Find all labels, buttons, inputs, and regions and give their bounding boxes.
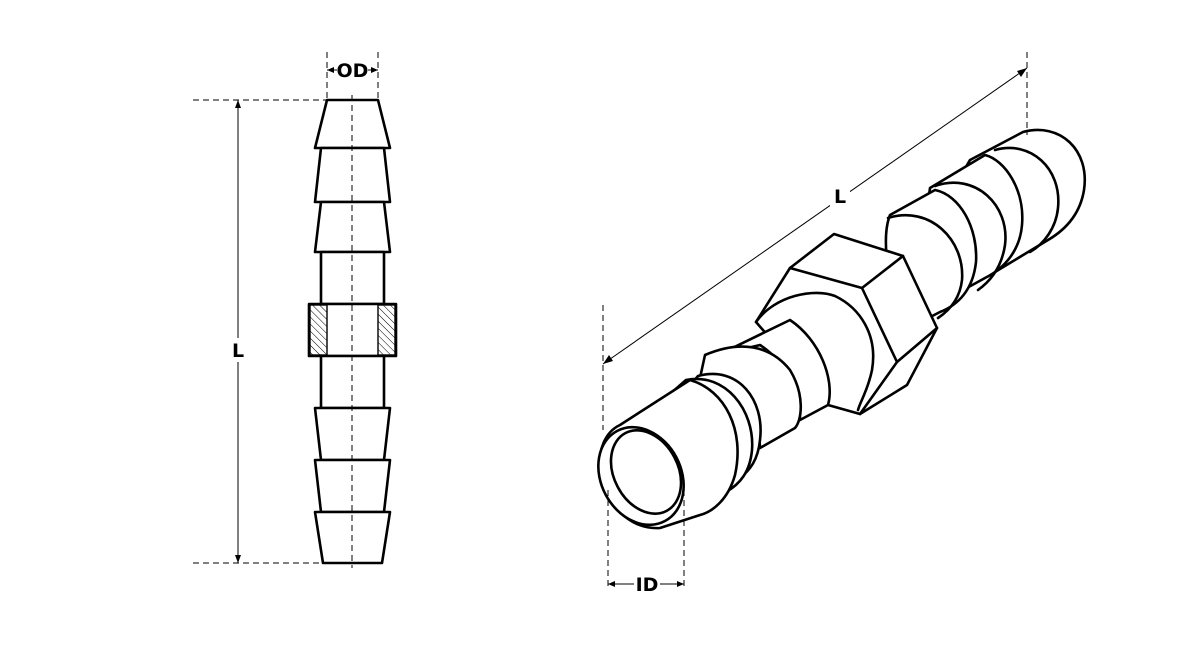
- od-label: OD: [337, 60, 369, 82]
- far-barb-end-rim: [993, 146, 1060, 254]
- elevation-view: OD L: [193, 52, 398, 568]
- od-arrow-right: [371, 67, 378, 73]
- iso-length-arrow-top: [1017, 68, 1027, 77]
- id-label-background: [634, 573, 660, 595]
- far-barb-3-rim: [886, 214, 964, 320]
- id-arrow-left: [608, 581, 615, 587]
- isometric-view: L ID: [597, 52, 1087, 596]
- hex-nut-chamfer: [754, 291, 875, 412]
- iso-length-dimension-line: [602, 67, 1028, 365]
- length-dimension-iso: L: [602, 52, 1028, 430]
- far-barb-2-rim: [933, 181, 1007, 292]
- length-dimension-elevation: L: [193, 99, 327, 564]
- od-arrow-left: [327, 67, 334, 73]
- od-label-background: [337, 59, 368, 81]
- hex-nut-right-edge: [895, 326, 939, 364]
- length-label-elevation: L: [232, 340, 244, 362]
- far-barb-section: [884, 128, 1087, 332]
- id-dimension: ID: [607, 490, 685, 596]
- iso-length-arrow-bottom: [603, 355, 613, 364]
- iso-length-label-background: [830, 184, 850, 208]
- length-label-iso: L: [834, 186, 846, 208]
- end-tube-bore: [609, 429, 683, 515]
- id-arrow-right: [677, 581, 684, 587]
- collar-hatch-left: [309, 304, 328, 356]
- length-label-background: [229, 338, 247, 362]
- od-dimension: OD: [326, 52, 379, 100]
- barb-1: [313, 98, 392, 150]
- near-barb-section: [597, 318, 831, 530]
- length-arrow-bottom: [235, 555, 241, 563]
- length-arrow-top: [235, 100, 241, 108]
- collar-hatch-right: [377, 304, 396, 356]
- id-label: ID: [636, 574, 659, 596]
